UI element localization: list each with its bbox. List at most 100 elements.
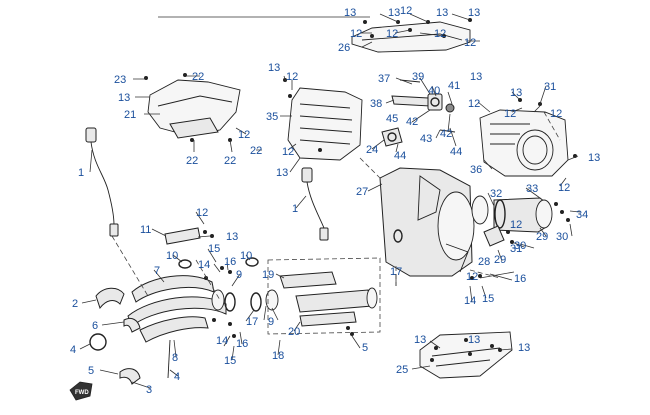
callout-22-c: 22 xyxy=(224,155,236,167)
sensor-bracket-assembly xyxy=(381,79,456,147)
callout-30-a: 30 xyxy=(514,240,526,252)
callout-12-m: 12 xyxy=(466,271,478,283)
callout-12-j: 12 xyxy=(550,108,562,120)
callout-18: 18 xyxy=(272,350,284,362)
callout-12-c: 12 xyxy=(434,28,446,40)
callout-32: 32 xyxy=(490,188,502,200)
callout-41: 41 xyxy=(448,80,460,92)
callout-15-b: 15 xyxy=(224,355,236,367)
callout-39: 39 xyxy=(412,71,424,83)
heat-shield-35 xyxy=(287,87,363,161)
upper-heat-shield-26 xyxy=(351,21,471,53)
callout-21: 21 xyxy=(124,109,136,121)
callout-33: 33 xyxy=(526,183,538,195)
callout-12-k: 12 xyxy=(558,182,570,194)
callout-7: 7 xyxy=(154,265,160,277)
callout-37: 37 xyxy=(378,73,390,85)
callout-13-f: 13 xyxy=(118,92,130,104)
callout-22-a: 22 xyxy=(192,71,204,83)
callout-12-b: 12 xyxy=(386,28,398,40)
callout-12-a: 12 xyxy=(350,28,362,40)
callout-17-b: 17 xyxy=(246,316,258,328)
callout-3: 3 xyxy=(146,384,152,396)
callout-6: 6 xyxy=(92,320,98,332)
callout-13-i: 13 xyxy=(510,87,522,99)
callout-40: 40 xyxy=(428,85,440,97)
muffler-heat-shield-36 xyxy=(479,109,569,177)
callout-5-left: 5 xyxy=(88,365,94,377)
skid-plate-25 xyxy=(419,331,513,379)
callout-1-center: 1 xyxy=(292,203,298,215)
callout-1-left: 1 xyxy=(78,167,84,179)
callout-9-lower: 9 xyxy=(268,316,274,328)
callout-19: 19 xyxy=(262,269,274,281)
callout-12-h: 12 xyxy=(468,98,480,110)
callout-42-a: 42 xyxy=(406,116,418,128)
middle-pipes-19-20 xyxy=(279,271,378,336)
callout-13-m: 13 xyxy=(518,342,530,354)
callout-13-l: 13 xyxy=(414,334,426,346)
callout-12-o: 12 xyxy=(400,5,412,17)
callout-29-a: 29 xyxy=(536,231,548,243)
callout-24: 24 xyxy=(366,144,378,156)
callout-29-b: 29 xyxy=(494,254,506,266)
callout-34: 34 xyxy=(576,209,588,221)
callout-10-left: 10 xyxy=(166,250,178,262)
callout-43: 43 xyxy=(420,133,432,145)
oxygen-sensor-center xyxy=(301,167,329,241)
callout-4-left: 4 xyxy=(70,344,76,356)
callout-13-b: 13 xyxy=(388,7,400,19)
leader-lines xyxy=(79,13,581,389)
svg-text:FWD: FWD xyxy=(75,390,89,396)
callout-16-a: 16 xyxy=(224,256,236,268)
callout-10-right: 10 xyxy=(240,250,252,262)
callout-42-b: 42 xyxy=(440,128,452,140)
callout-25: 25 xyxy=(396,364,408,376)
callout-22-d: 22 xyxy=(250,145,262,157)
assembly-guide-lines xyxy=(111,111,561,335)
callout-2: 2 xyxy=(72,298,78,310)
callout-13-j: 13 xyxy=(588,152,600,164)
callout-15-a: 15 xyxy=(208,243,220,255)
callout-12-i: 12 xyxy=(504,108,516,120)
callout-11: 11 xyxy=(140,224,151,236)
callout-13-a: 13 xyxy=(344,7,356,19)
callout-27: 27 xyxy=(356,186,368,198)
callout-45: 45 xyxy=(386,113,398,125)
callout-16-c: 16 xyxy=(514,273,526,285)
callout-12-l: 12 xyxy=(196,207,208,219)
callout-44-a: 44 xyxy=(394,150,406,162)
callout-28: 28 xyxy=(478,256,490,268)
callout-26: 26 xyxy=(338,42,350,54)
callout-15-c: 15 xyxy=(482,293,494,305)
callout-22-b: 22 xyxy=(186,155,198,167)
callout-31-a: 31 xyxy=(544,81,556,93)
callout-14-a: 14 xyxy=(198,259,210,271)
callout-31-b: 31 xyxy=(510,243,522,255)
callout-36: 36 xyxy=(470,164,482,176)
callout-30-b: 30 xyxy=(556,231,568,243)
left-heat-shield-21 xyxy=(147,73,241,142)
oxygen-sensor-left xyxy=(85,127,119,237)
callout-4-bottom: 4 xyxy=(174,371,180,383)
callout-13-d: 13 xyxy=(468,7,480,19)
callout-14-c: 14 xyxy=(464,295,476,307)
callout-23: 23 xyxy=(114,74,126,86)
callout-12-e: 12 xyxy=(286,71,298,83)
callout-13-h: 13 xyxy=(276,167,288,179)
gaskets-and-flanges xyxy=(89,257,279,385)
callout-38: 38 xyxy=(370,98,382,110)
callout-44-b: 44 xyxy=(450,146,462,158)
callout-13-n: 13 xyxy=(468,334,480,346)
callout-16-b: 16 xyxy=(236,338,248,350)
callout-5-right: 5 xyxy=(362,342,368,354)
callout-13-k: 13 xyxy=(226,231,238,243)
callout-17-a: 17 xyxy=(390,266,402,278)
callout-12-n: 12 xyxy=(510,219,522,231)
callout-8: 8 xyxy=(172,352,178,364)
callout-12-d: 12 xyxy=(464,37,476,49)
tailpipe-assembly xyxy=(471,195,570,247)
muffler-27 xyxy=(379,167,475,277)
callout-13-c: 13 xyxy=(436,7,448,19)
